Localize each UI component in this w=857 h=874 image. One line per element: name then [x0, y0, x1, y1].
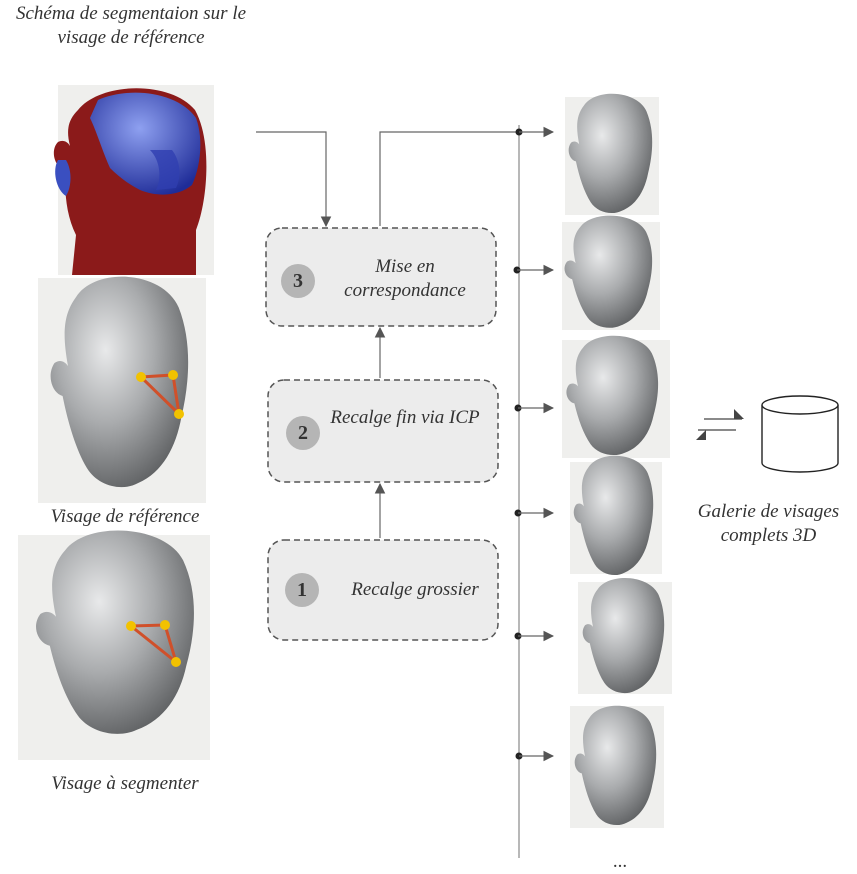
step-1-box	[267, 539, 499, 641]
gallery-caption: Galerie de visages complets 3D	[697, 501, 840, 546]
step-2-label: Recalge fin via ICP	[330, 407, 480, 428]
step-1-number: 1	[297, 579, 307, 601]
step-number-badge	[286, 416, 320, 450]
gallery-face-image	[578, 578, 672, 694]
probe-face-image	[18, 530, 210, 760]
gallery-branch	[515, 750, 555, 762]
step-2-box	[267, 379, 499, 483]
gallery-branch	[514, 402, 555, 414]
gallery-face-image	[562, 215, 660, 330]
reference-face-caption: Visage de référence	[50, 506, 200, 527]
gallery-branch	[513, 264, 555, 276]
step-2-number: 2	[298, 422, 308, 444]
gallery-branch	[514, 630, 555, 642]
gallery-branches	[513, 126, 555, 762]
gallery-face-image	[570, 455, 662, 576]
segmented-reference-face-image	[53, 85, 214, 276]
reference-face-image	[38, 276, 206, 503]
gallery-faces	[562, 93, 672, 828]
gallery-face-image	[570, 705, 664, 828]
step-number-badge	[285, 573, 319, 607]
landmark-triangle	[136, 370, 184, 419]
output-connector	[379, 131, 519, 226]
gallery-branch	[515, 126, 555, 138]
step-3-box	[265, 227, 497, 327]
input-connector	[256, 131, 332, 228]
gallery-branch	[514, 507, 555, 519]
landmark-triangle	[126, 620, 181, 667]
cylinder-database-icon	[761, 395, 839, 473]
double-arrow-icon	[696, 409, 744, 440]
step-3-number: 3	[293, 270, 303, 292]
gallery-face-image	[565, 93, 659, 215]
step-3-label: Mise en correspondance	[344, 256, 466, 301]
probe-face-caption: Visage à segmenter	[51, 773, 199, 794]
reference-segmentation-caption: Schéma de segmentaion sur le visage de r…	[15, 3, 247, 48]
step-1-label: Recalge grossier	[351, 579, 479, 600]
gallery-ellipsis: ...	[612, 851, 628, 872]
gallery-face-image	[562, 335, 670, 458]
step-number-badge	[281, 264, 315, 298]
